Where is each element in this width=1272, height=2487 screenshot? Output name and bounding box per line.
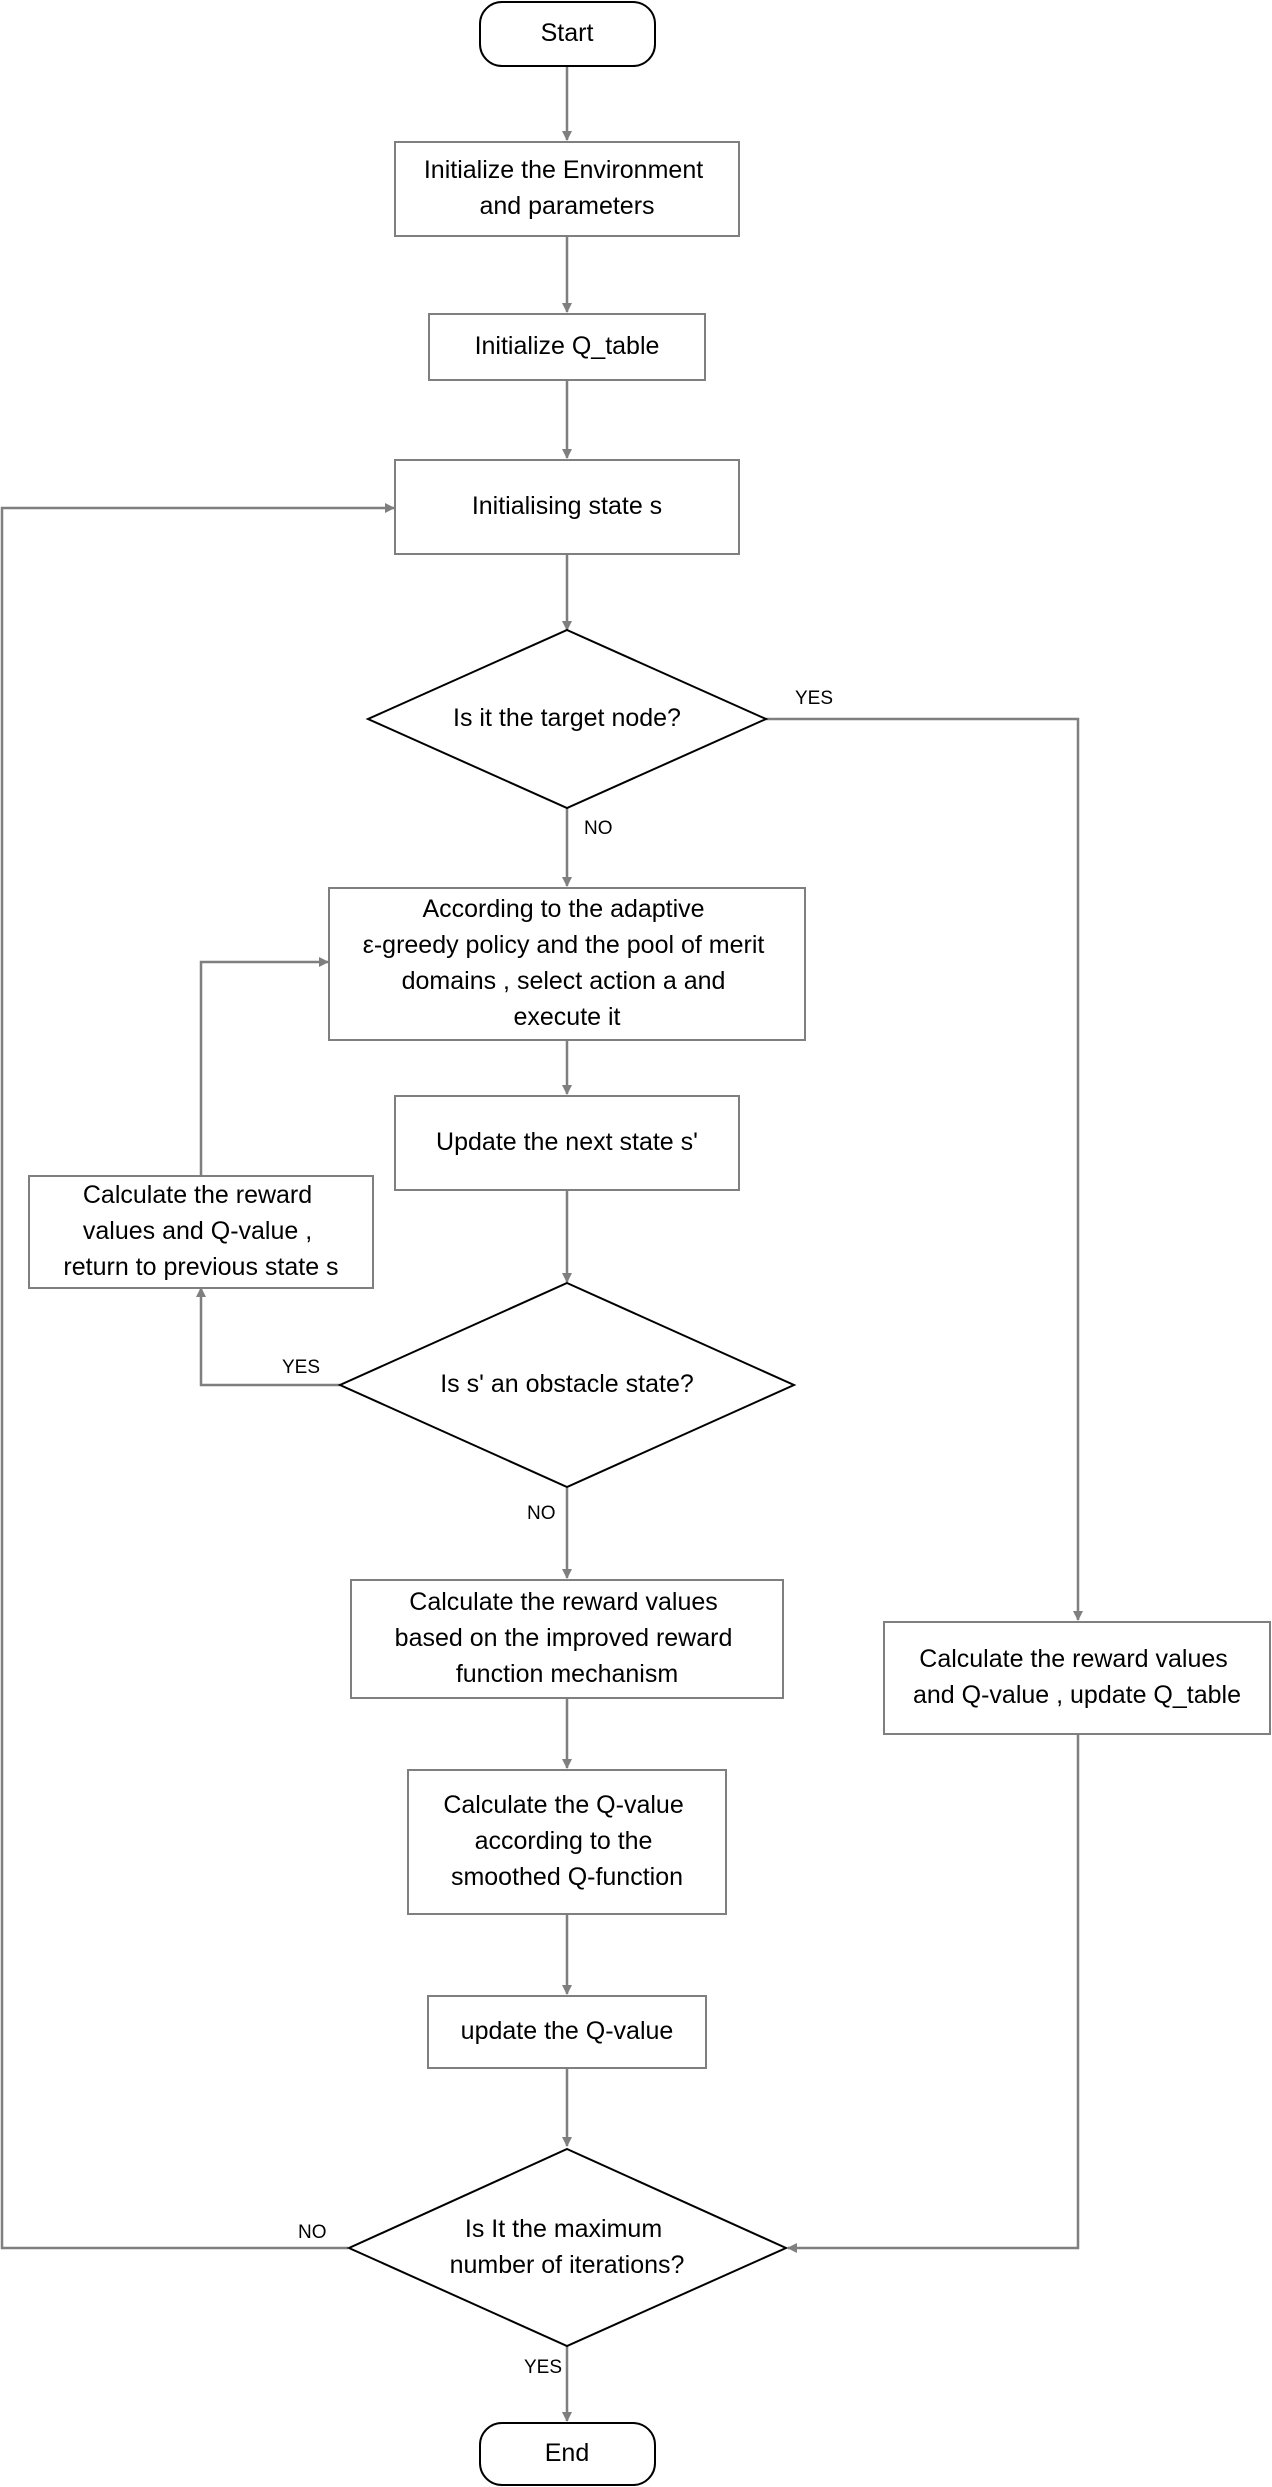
edge-is-max-no [0,503,395,2250]
update-q-value-box: update the Q-value [427,1995,707,2069]
init-environment-text: Initialize the Environment and parameter… [424,156,710,220]
select-action-box: According to the adaptive ε-greedy polic… [328,887,806,1041]
obstacle-decision: Is s' an obstacle state? [337,1281,797,1489]
target-node-text: Is it the target node? [453,704,681,732]
end-terminal: End [479,2422,656,2486]
edge-calc-return-to-select [199,957,329,1176]
end-text: End [545,2439,589,2467]
edge-label-target-no: NO [584,818,613,839]
init-environment-box: Initialize the Environment and parameter… [394,141,740,237]
edge-is-target-yes [766,717,1083,1621]
edge-calc-update-table-to-is-max [787,1734,1080,2253]
edge-label-max-yes: YES [524,2357,562,2378]
init-q-table-box: Initialize Q_table [428,313,706,381]
calc-update-table-box: Calculate the reward values and Q-value … [883,1621,1271,1735]
max-iterations-decision: Is It the maximum number of iterations? [346,2147,789,2348]
calc-q-value-text: Calculate the Q-value according to the s… [443,1791,690,1891]
edge-label-max-no: NO [298,2222,327,2243]
obstacle-text: Is s' an obstacle state? [440,1370,694,1398]
calc-return-box: Calculate the reward values and Q-value … [28,1175,374,1289]
edge-is-obstacle-yes [196,1287,340,1387]
calc-reward-text: Calculate the reward values based on the… [395,1588,740,1688]
edge-label-target-yes: YES [795,688,833,709]
edge-label-obstacle-no: NO [527,1503,556,1524]
update-next-state-box: Update the next state s' [394,1095,740,1191]
target-node-decision: Is it the target node? [365,628,769,810]
update-q-value-text: update the Q-value [461,2017,674,2045]
start-text: Start [541,19,594,47]
nodes: Start Initialize the Environment and par… [28,1,1271,2486]
init-q-table-text: Initialize Q_table [475,332,660,360]
calc-q-value-box: Calculate the Q-value according to the s… [407,1769,727,1915]
update-next-state-text: Update the next state s' [436,1128,698,1156]
edge-labels: YES NO YES NO NO YES [282,688,833,2378]
edges [0,66,1083,2422]
init-state-box: Initialising state s [394,459,740,555]
init-state-text: Initialising state s [472,492,662,520]
edge-label-obstacle-yes: YES [282,1357,320,1378]
start-terminal: Start [479,1,656,67]
max-iterations-text: Is It the maximum number of iterations? [450,2215,685,2279]
calc-return-text: Calculate the reward values and Q-value … [63,1181,338,1281]
calc-reward-box: Calculate the reward values based on the… [350,1579,784,1699]
calc-update-table-text: Calculate the reward values and Q-value … [913,1645,1241,1709]
select-action-text: According to the adaptive ε-greedy polic… [363,895,772,1031]
